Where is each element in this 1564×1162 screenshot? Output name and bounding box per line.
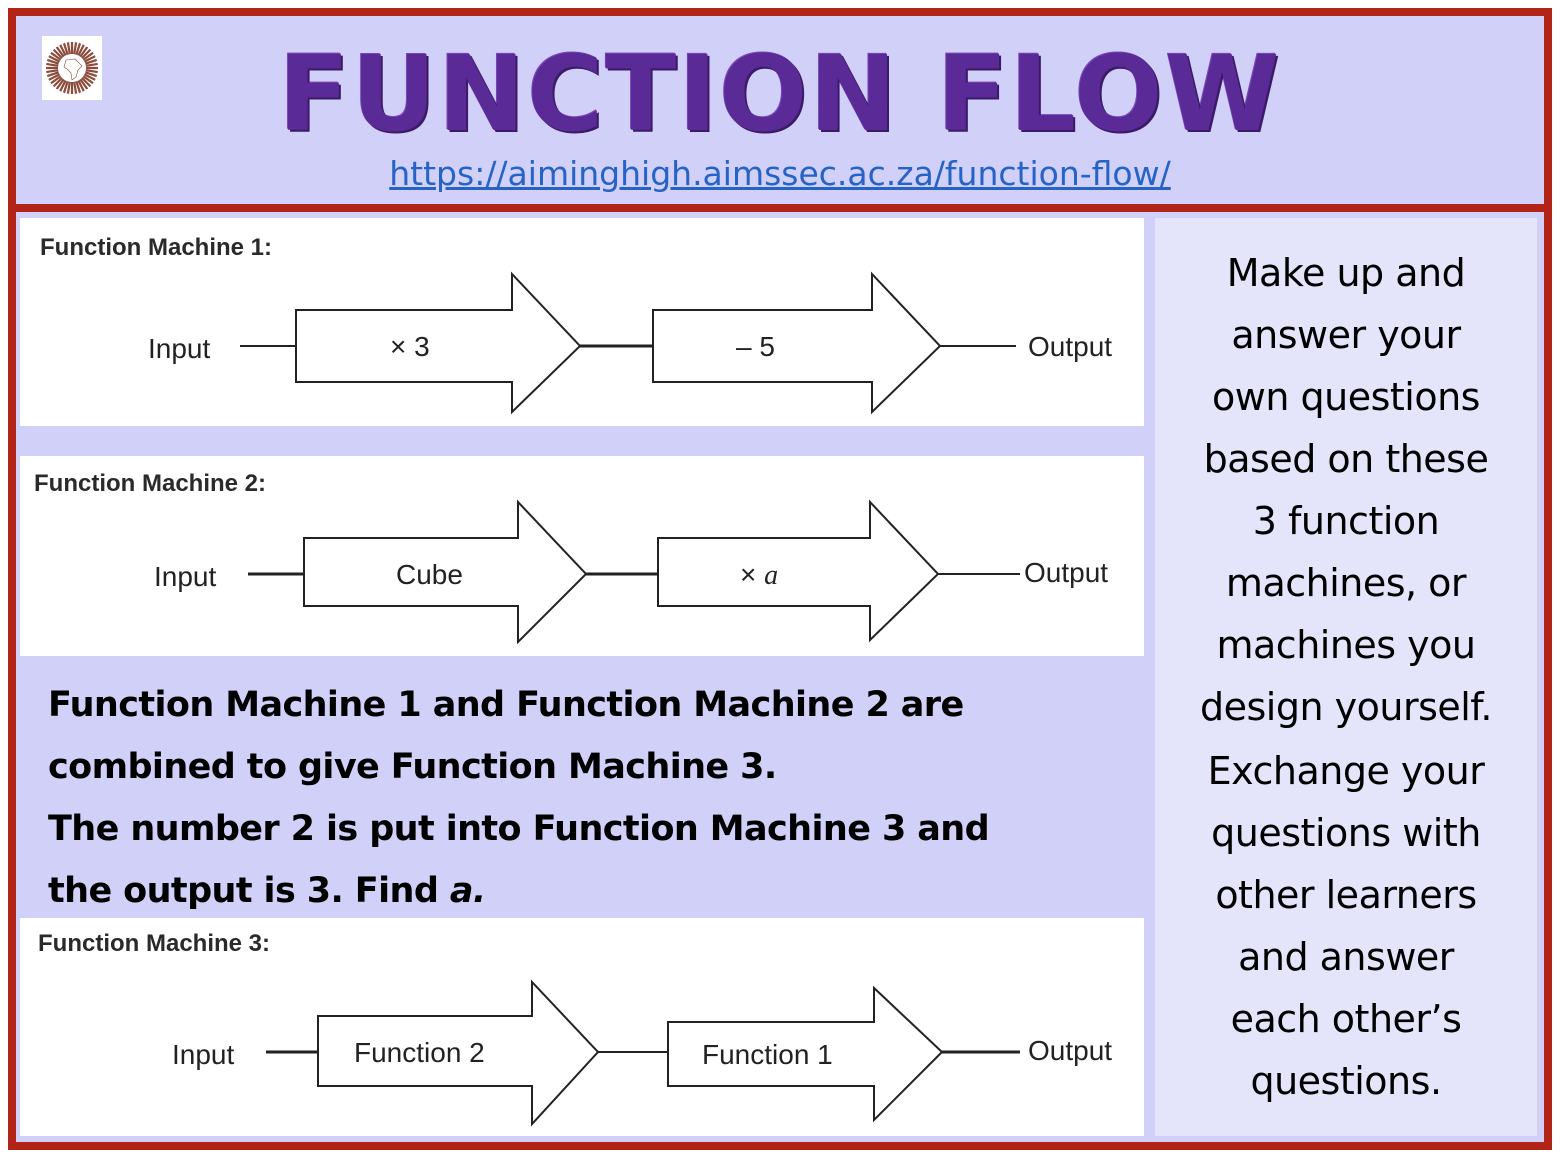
instruction-line: based on these [1203,437,1489,481]
logo-ray [85,62,98,67]
instruction-line: Make up and [1226,251,1466,295]
logo-ray [81,77,92,88]
step-arrow [317,979,600,1127]
logo-ray [50,75,62,85]
step-arrow [657,499,940,643]
question-line-2: combined to give Function Machine 3. [48,747,777,787]
instructions-paragraph-2: Exchange your questions with other learner… [1155,740,1537,1112]
logo-ray [52,48,63,59]
question-line-3: The number 2 is put into Function Machin… [48,809,990,849]
logo-ray [79,46,89,58]
logo-ray [46,58,60,65]
logo-ray [83,73,96,81]
logo-ray [55,78,65,90]
question-variable: a. [449,871,486,911]
instruction-line: each other’s [1230,997,1462,1041]
logo-ray [77,44,85,57]
logo-ray [46,69,59,74]
instruction-line: and answer [1238,935,1454,979]
question-line-4: the output is 3. Find [48,871,450,911]
machine-1-diagram: Input × 3 – 5 Output [148,271,1112,415]
step-arrow [652,271,942,415]
logo-ray [82,75,94,85]
logo-ray [82,51,94,61]
question-text: Function Machine 1 and Function Machine … [48,674,1138,922]
instruction-line: questions with [1211,811,1481,855]
step-arrow [295,271,582,415]
logo-ray [46,62,59,67]
logo-ray [84,71,98,78]
logo-ray [81,48,92,59]
function-machine-3: Function Machine 3: Input Function 2 Fun… [20,918,1144,1136]
logo-ray [73,42,78,55]
instruction-line: answer your [1231,313,1461,357]
step-2-label: Function 1 [702,1039,833,1070]
function-machine-1: Function Machine 1: Input × 3 – 5 Output [20,218,1144,426]
instruction-line: questions. [1250,1059,1442,1103]
function-machine-2: Function Machine 2: Input Cube × a Outpu… [20,456,1144,656]
instruction-line: 3 function [1252,499,1440,543]
logo-ray [77,79,85,92]
logo-ray [46,71,60,78]
instruction-line: Exchange your [1207,749,1485,793]
machine-1-label: Function Machine 1: [40,234,273,261]
instructions-panel: Make up and answer your own questions based… [1155,218,1537,1136]
output-label: Output [1028,1035,1112,1066]
input-label: Input [154,561,216,592]
instructions-paragraph-1: Make up and answer your own questions based… [1155,242,1537,738]
step-1-label: Function 2 [354,1037,485,1068]
logo-ray [73,81,78,94]
logo-ray [66,42,71,55]
logo-graphic [46,42,98,94]
logo-ray [52,77,63,88]
logo-ray [62,42,69,56]
output-label: Output [1024,557,1108,588]
step-2-label: × a [740,559,778,591]
instruction-line: machines, or [1225,561,1467,605]
header: FUNCTION FLOW https://aiminghigh.aimssec… [16,16,1544,204]
step-arrow [667,985,944,1123]
logo-ray [48,73,61,81]
function-flow-link[interactable]: https://aiminghigh.aimssec.ac.za/functio… [389,154,1171,193]
logo-ray [50,51,62,61]
logo-ray [59,79,67,92]
africa-sunburst-logo-icon [42,36,102,100]
instruction-line: other learners [1215,873,1477,917]
logo-ray [48,55,61,63]
step-1-label: Cube [396,559,463,590]
variable-a: a [764,560,778,591]
logo-ray [84,58,98,65]
step-2-label: – 5 [736,331,775,362]
page-title: FUNCTION FLOW [278,33,1282,155]
step-1-label: × 3 [390,331,430,362]
machine-2-label: Function Machine 2: [34,470,267,497]
logo-ray [55,46,65,58]
input-label: Input [148,333,210,364]
instruction-line: own questions [1212,375,1480,419]
logo-ray [66,81,71,94]
poster-frame: FUNCTION FLOW https://aiminghigh.aimssec… [8,8,1552,1150]
logo-ray [62,80,69,94]
logo-ray [83,55,96,63]
step-arrow [303,499,588,645]
question-line-1: Function Machine 1 and Function Machine … [48,685,964,725]
header-divider [16,204,1544,212]
machine-3-diagram: Input Function 2 Function 1 Output [172,979,1112,1127]
logo-ray [75,42,82,56]
question-box: Function Machine 1 and Function Machine … [20,656,1144,918]
logo-ray [59,44,67,57]
output-label: Output [1028,331,1112,362]
input-label: Input [172,1039,234,1070]
machine-3-label: Function Machine 3: [38,930,271,957]
machine-2-diagram: Input Cube × a Output [154,499,1108,645]
logo-ray [85,69,98,74]
instruction-line: machines you [1216,623,1477,667]
logo-ray [79,78,89,90]
instruction-line: design yourself. [1199,685,1493,729]
logo-ray [75,80,82,94]
